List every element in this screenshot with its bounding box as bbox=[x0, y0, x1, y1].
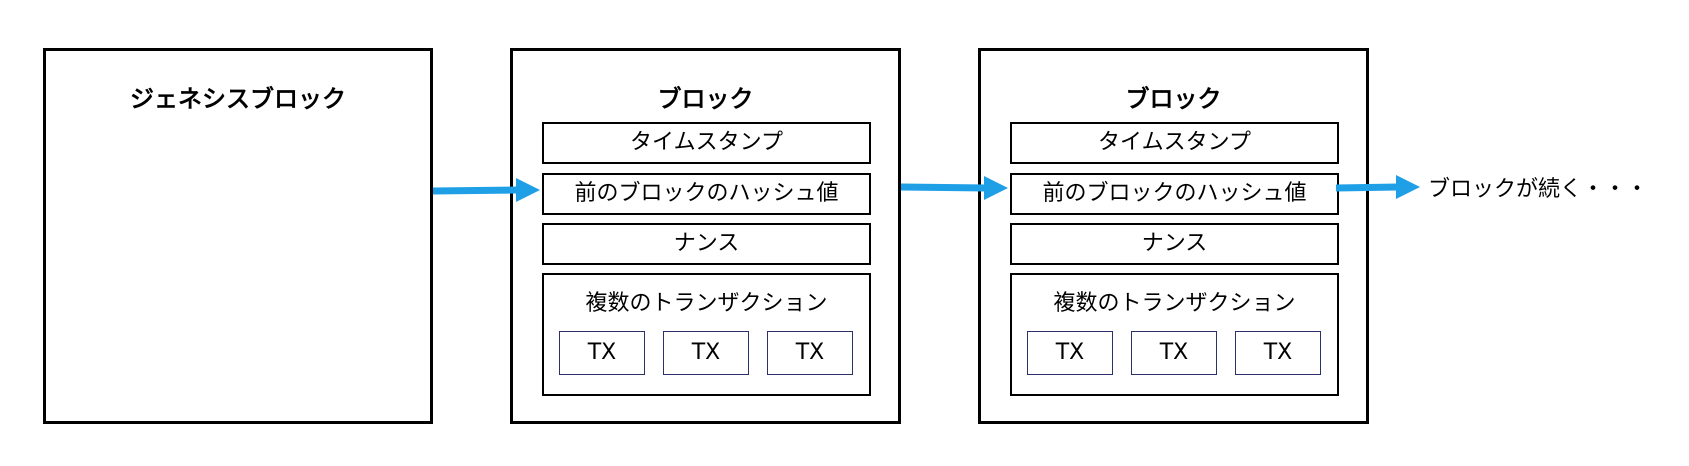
block-2-transactions-group: 複数のトランザクション TX TX TX bbox=[1010, 273, 1339, 396]
block-2-timestamp-field: タイムスタンプ bbox=[1010, 122, 1339, 164]
block-2-tx-3: TX bbox=[1235, 331, 1321, 375]
block-1-transactions-group: 複数のトランザクション TX TX TX bbox=[542, 273, 871, 396]
block-2: ブロック タイムスタンプ 前のブロックのハッシュ値 ナンス 複数のトランザクショ… bbox=[978, 48, 1369, 424]
continuation-label: ブロックが続く・・・ bbox=[1428, 177, 1649, 202]
block-1-prev-hash-field: 前のブロックのハッシュ値 bbox=[542, 173, 871, 215]
block-1-tx-2: TX bbox=[663, 331, 749, 375]
block-1-transactions-label: 複数のトランザクション bbox=[585, 291, 828, 316]
block-1: ブロック タイムスタンプ 前のブロックのハッシュ値 ナンス 複数のトランザクショ… bbox=[510, 48, 901, 424]
block-1-timestamp-field: タイムスタンプ bbox=[542, 122, 871, 164]
block-1-title: ブロック bbox=[657, 85, 754, 113]
block-2-nonce-field: ナンス bbox=[1010, 223, 1339, 265]
block-2-transactions-label: 複数のトランザクション bbox=[1053, 291, 1296, 316]
block-1-tx-1: TX bbox=[559, 331, 645, 375]
arrow-block-1-to-block-2 bbox=[900, 176, 1008, 200]
arrow-block-2-to-next bbox=[1335, 175, 1420, 199]
arrow-genesis-to-block-1 bbox=[432, 178, 540, 202]
genesis-block-title: ジェネシスブロック bbox=[130, 85, 346, 113]
block-1-tx-3: TX bbox=[767, 331, 853, 375]
block-2-prev-hash-field: 前のブロックのハッシュ値 bbox=[1010, 173, 1339, 215]
block-2-tx-2: TX bbox=[1131, 331, 1217, 375]
block-1-nonce-field: ナンス bbox=[542, 223, 871, 265]
block-2-tx-1: TX bbox=[1027, 331, 1113, 375]
block-2-title: ブロック bbox=[1125, 85, 1222, 113]
genesis-block: ジェネシスブロック bbox=[43, 48, 433, 424]
